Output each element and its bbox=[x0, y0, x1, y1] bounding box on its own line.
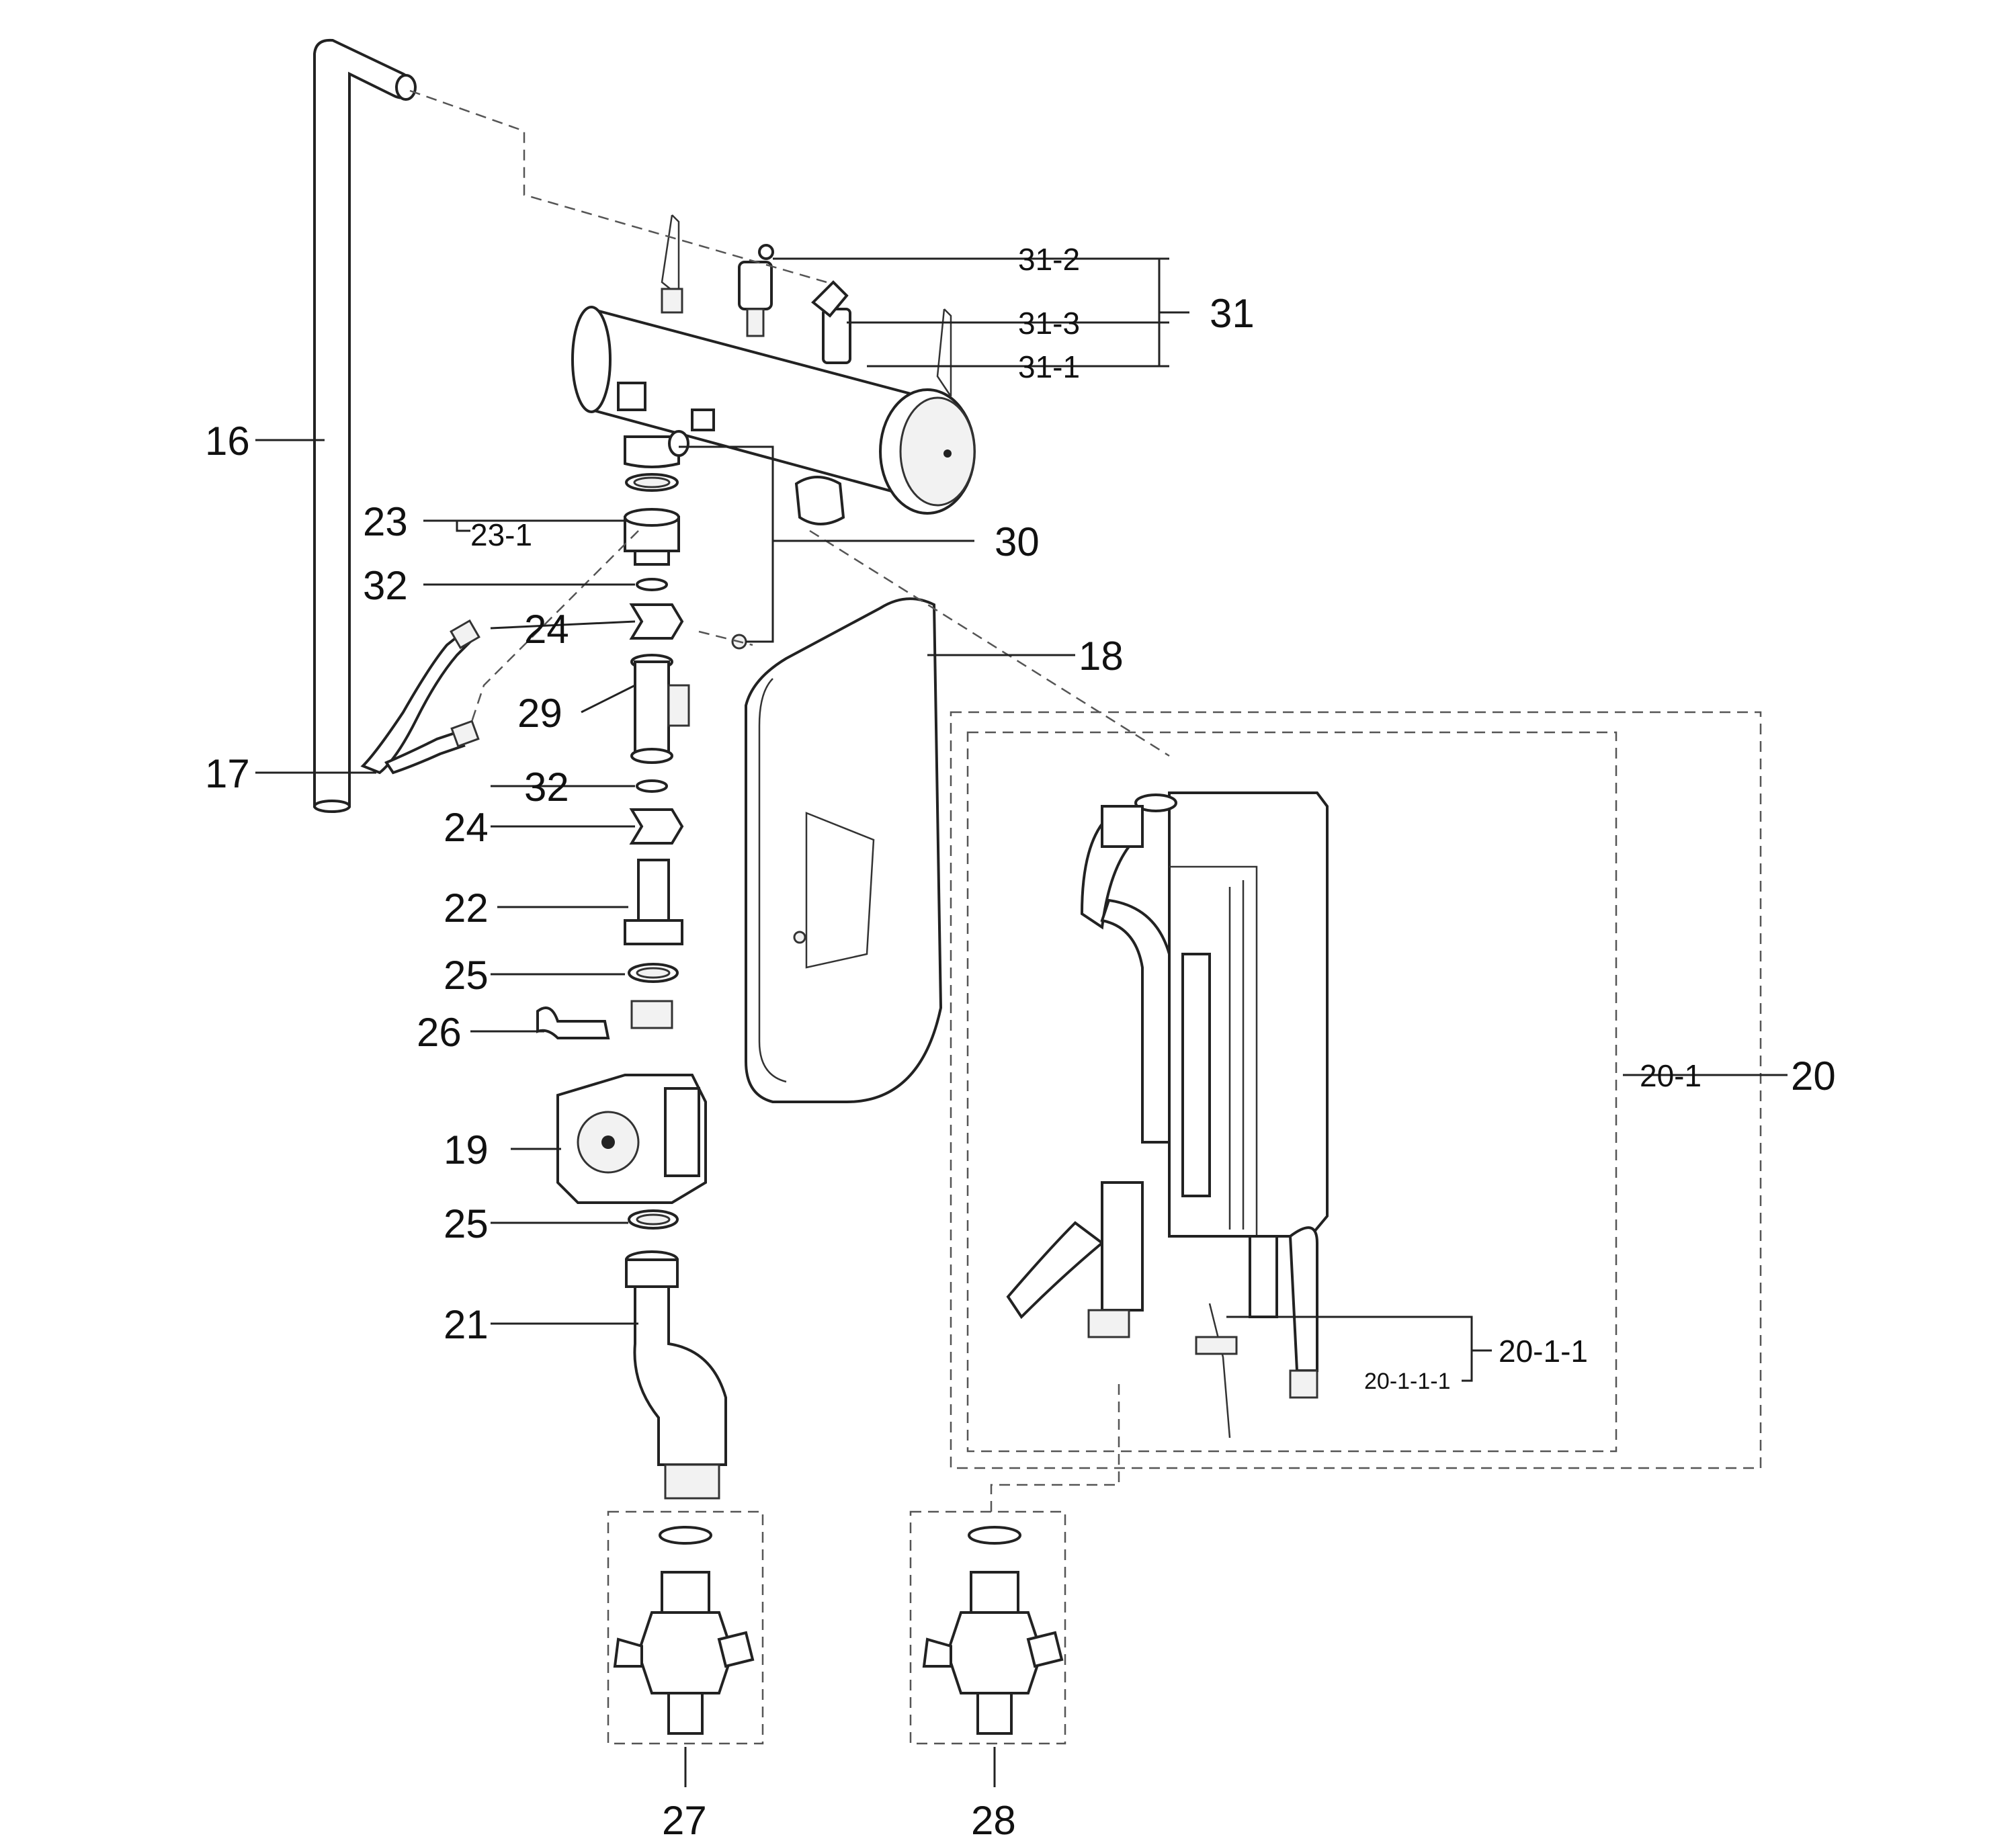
label-20-1-1: 20-1-1 bbox=[1499, 1334, 1588, 1369]
label-21: 21 bbox=[444, 1302, 489, 1347]
assembly-guides bbox=[409, 89, 1170, 1512]
part-18-expansion-vessel bbox=[745, 597, 943, 1103]
label-24-b: 24 bbox=[444, 805, 489, 850]
label-16: 16 bbox=[205, 419, 250, 464]
part-31-tank bbox=[571, 214, 976, 525]
part-24-clip-a bbox=[629, 603, 684, 640]
callout-labels: 16 17 18 19 20 20-1 20-1-1 20-1-1-1 21 2… bbox=[205, 242, 1836, 1843]
label-22: 22 bbox=[444, 886, 489, 931]
part-22-pipe bbox=[624, 859, 683, 945]
label-31-3: 31-3 bbox=[1018, 306, 1080, 341]
label-26: 26 bbox=[417, 1010, 462, 1055]
label-17: 17 bbox=[205, 751, 250, 796]
label-20: 20 bbox=[1791, 1054, 1836, 1099]
label-25-a: 25 bbox=[444, 953, 489, 998]
part-27-valve bbox=[607, 1510, 764, 1745]
label-31-2: 31-2 bbox=[1018, 242, 1080, 277]
part-21-elbow bbox=[625, 1250, 727, 1500]
part-32-ring-b bbox=[636, 779, 668, 793]
label-18: 18 bbox=[1079, 634, 1124, 679]
part-19-pump bbox=[556, 1000, 707, 1204]
label-20-1: 20-1 bbox=[1640, 1058, 1702, 1093]
label-27: 27 bbox=[662, 1798, 707, 1843]
label-32-b: 32 bbox=[524, 765, 569, 810]
part-30-connector bbox=[624, 430, 747, 650]
part-25-gasket-a bbox=[628, 963, 679, 983]
part-17-pipe bbox=[360, 619, 480, 775]
part-24-clip-b bbox=[629, 808, 684, 845]
label-31-1: 31-1 bbox=[1018, 349, 1080, 384]
label-30: 30 bbox=[995, 519, 1040, 564]
label-28: 28 bbox=[971, 1798, 1016, 1843]
leader-lines bbox=[255, 257, 1788, 1787]
label-24-a: 24 bbox=[524, 607, 569, 652]
label-31: 31 bbox=[1210, 291, 1255, 336]
part-28-valve bbox=[909, 1510, 1066, 1745]
label-25-b: 25 bbox=[444, 1201, 489, 1246]
label-23: 23 bbox=[363, 499, 408, 544]
part-20-group bbox=[950, 711, 1762, 1469]
label-32-a: 32 bbox=[363, 563, 408, 608]
part-26-clip bbox=[536, 1006, 610, 1039]
label-23-1: 23-1 bbox=[470, 517, 532, 552]
label-19: 19 bbox=[444, 1127, 489, 1172]
label-20-1-1-1: 20-1-1-1 bbox=[1364, 1369, 1451, 1394]
part-29-fitting bbox=[630, 654, 690, 764]
label-29: 29 bbox=[517, 691, 562, 736]
part-23-fitting bbox=[624, 473, 680, 566]
part-32-ring-a bbox=[636, 578, 668, 591]
part-25-gasket-b bbox=[628, 1209, 679, 1230]
part-16-pipe bbox=[313, 38, 417, 813]
